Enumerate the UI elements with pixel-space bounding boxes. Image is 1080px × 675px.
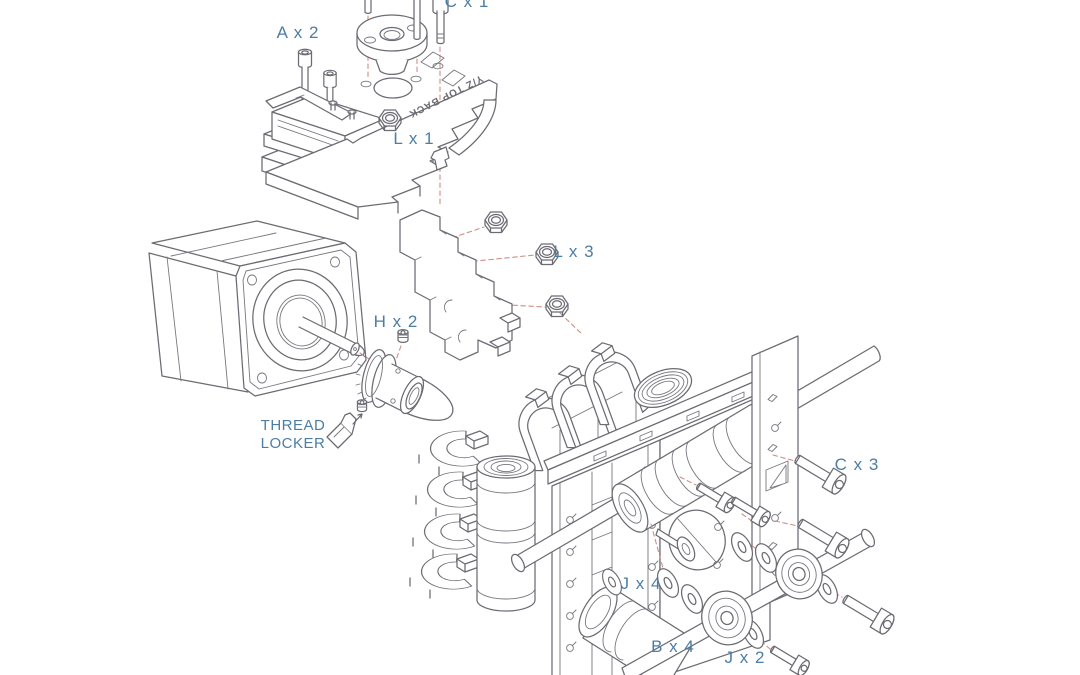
hex-nut-l3-3 <box>545 295 569 318</box>
carriage-subassembly <box>409 334 693 612</box>
belt-coil <box>633 368 693 408</box>
thread-locker-bottle <box>326 412 363 449</box>
callout-a-x2: A x 2 <box>277 23 320 42</box>
callout-l-x3: L x 3 <box>553 242 594 261</box>
bearing-2 <box>701 590 753 646</box>
callout-c-x3: C x 3 <box>835 455 880 474</box>
motor-shaft <box>298 316 365 357</box>
callout-l-x1: L x 1 <box>393 129 434 148</box>
gantry-subassembly <box>510 335 898 675</box>
cap-screw-c-top <box>364 0 449 45</box>
flat-screw <box>655 528 696 562</box>
gt2-pulley <box>355 349 454 421</box>
set-screw-h1 <box>397 328 409 344</box>
flanged-bearing-mount <box>356 14 428 76</box>
yz-top-back-plate: Y/Z TOP BACK <box>265 51 498 220</box>
set-screw-h2 <box>356 399 368 413</box>
plate-bent-flange <box>448 99 497 156</box>
thread-locker-note-line1: THREAD <box>261 417 326 434</box>
top-plate-subassembly: Y/Z TOP BACK <box>265 0 498 220</box>
screw-c3-3 <box>837 588 898 637</box>
stepped-bracket <box>399 209 521 361</box>
callout-j-x4: J x 4 <box>621 574 662 593</box>
hex-nut-l3-1 <box>484 211 508 234</box>
spacer-roller-stack <box>476 455 536 612</box>
belt-clip-stack <box>409 429 489 599</box>
stepper-motor <box>148 220 367 397</box>
screw-j2-bottom <box>766 640 812 675</box>
callouts: A x 2 C x 1 L x 1 L x 3 H x 2 C x 3 J x … <box>261 0 880 667</box>
callout-j-x2: J x 2 <box>725 648 766 667</box>
stepper-motor-subassembly <box>148 220 454 449</box>
callout-h-x2: H x 2 <box>374 312 419 331</box>
stepped-bracket-subassembly <box>399 209 584 361</box>
callout-b-x4: B x 4 <box>651 637 695 656</box>
thread-locker-note-line2: LOCKER <box>261 435 326 452</box>
callout-c-x1: C x 1 <box>445 0 490 11</box>
plate-tab <box>430 146 450 171</box>
carriage-cage <box>507 334 651 474</box>
bearing-1 <box>775 548 823 600</box>
